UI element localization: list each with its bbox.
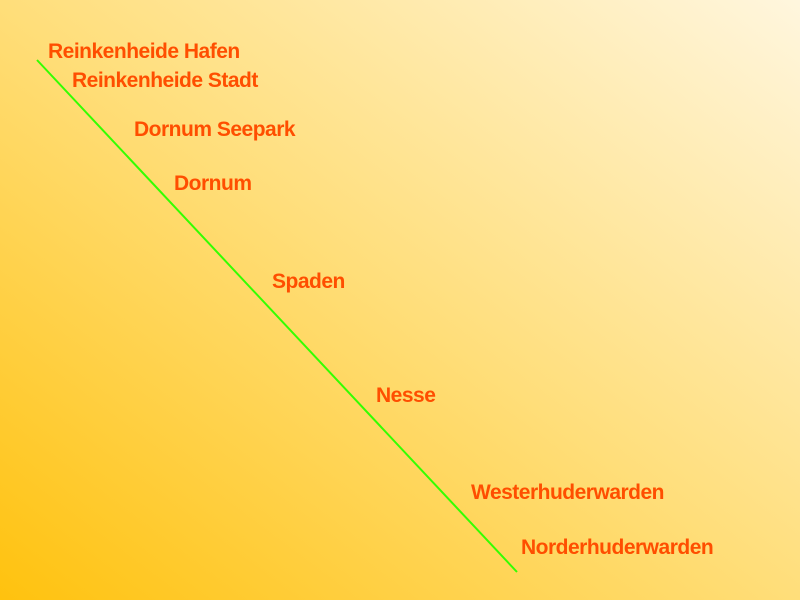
stop-label: Westerhuderwarden bbox=[471, 481, 665, 504]
stop-label: Dornum Seepark bbox=[134, 118, 296, 141]
stop-label: Nesse bbox=[376, 384, 436, 407]
stop-label: Reinkenheide Stadt bbox=[72, 69, 258, 92]
stop-label: Norderhuderwarden bbox=[521, 536, 714, 559]
stop-label: Dornum bbox=[174, 172, 252, 195]
stop-label: Spaden bbox=[272, 270, 345, 293]
route-line bbox=[36, 59, 518, 573]
stop-label: Reinkenheide Hafen bbox=[48, 40, 240, 63]
